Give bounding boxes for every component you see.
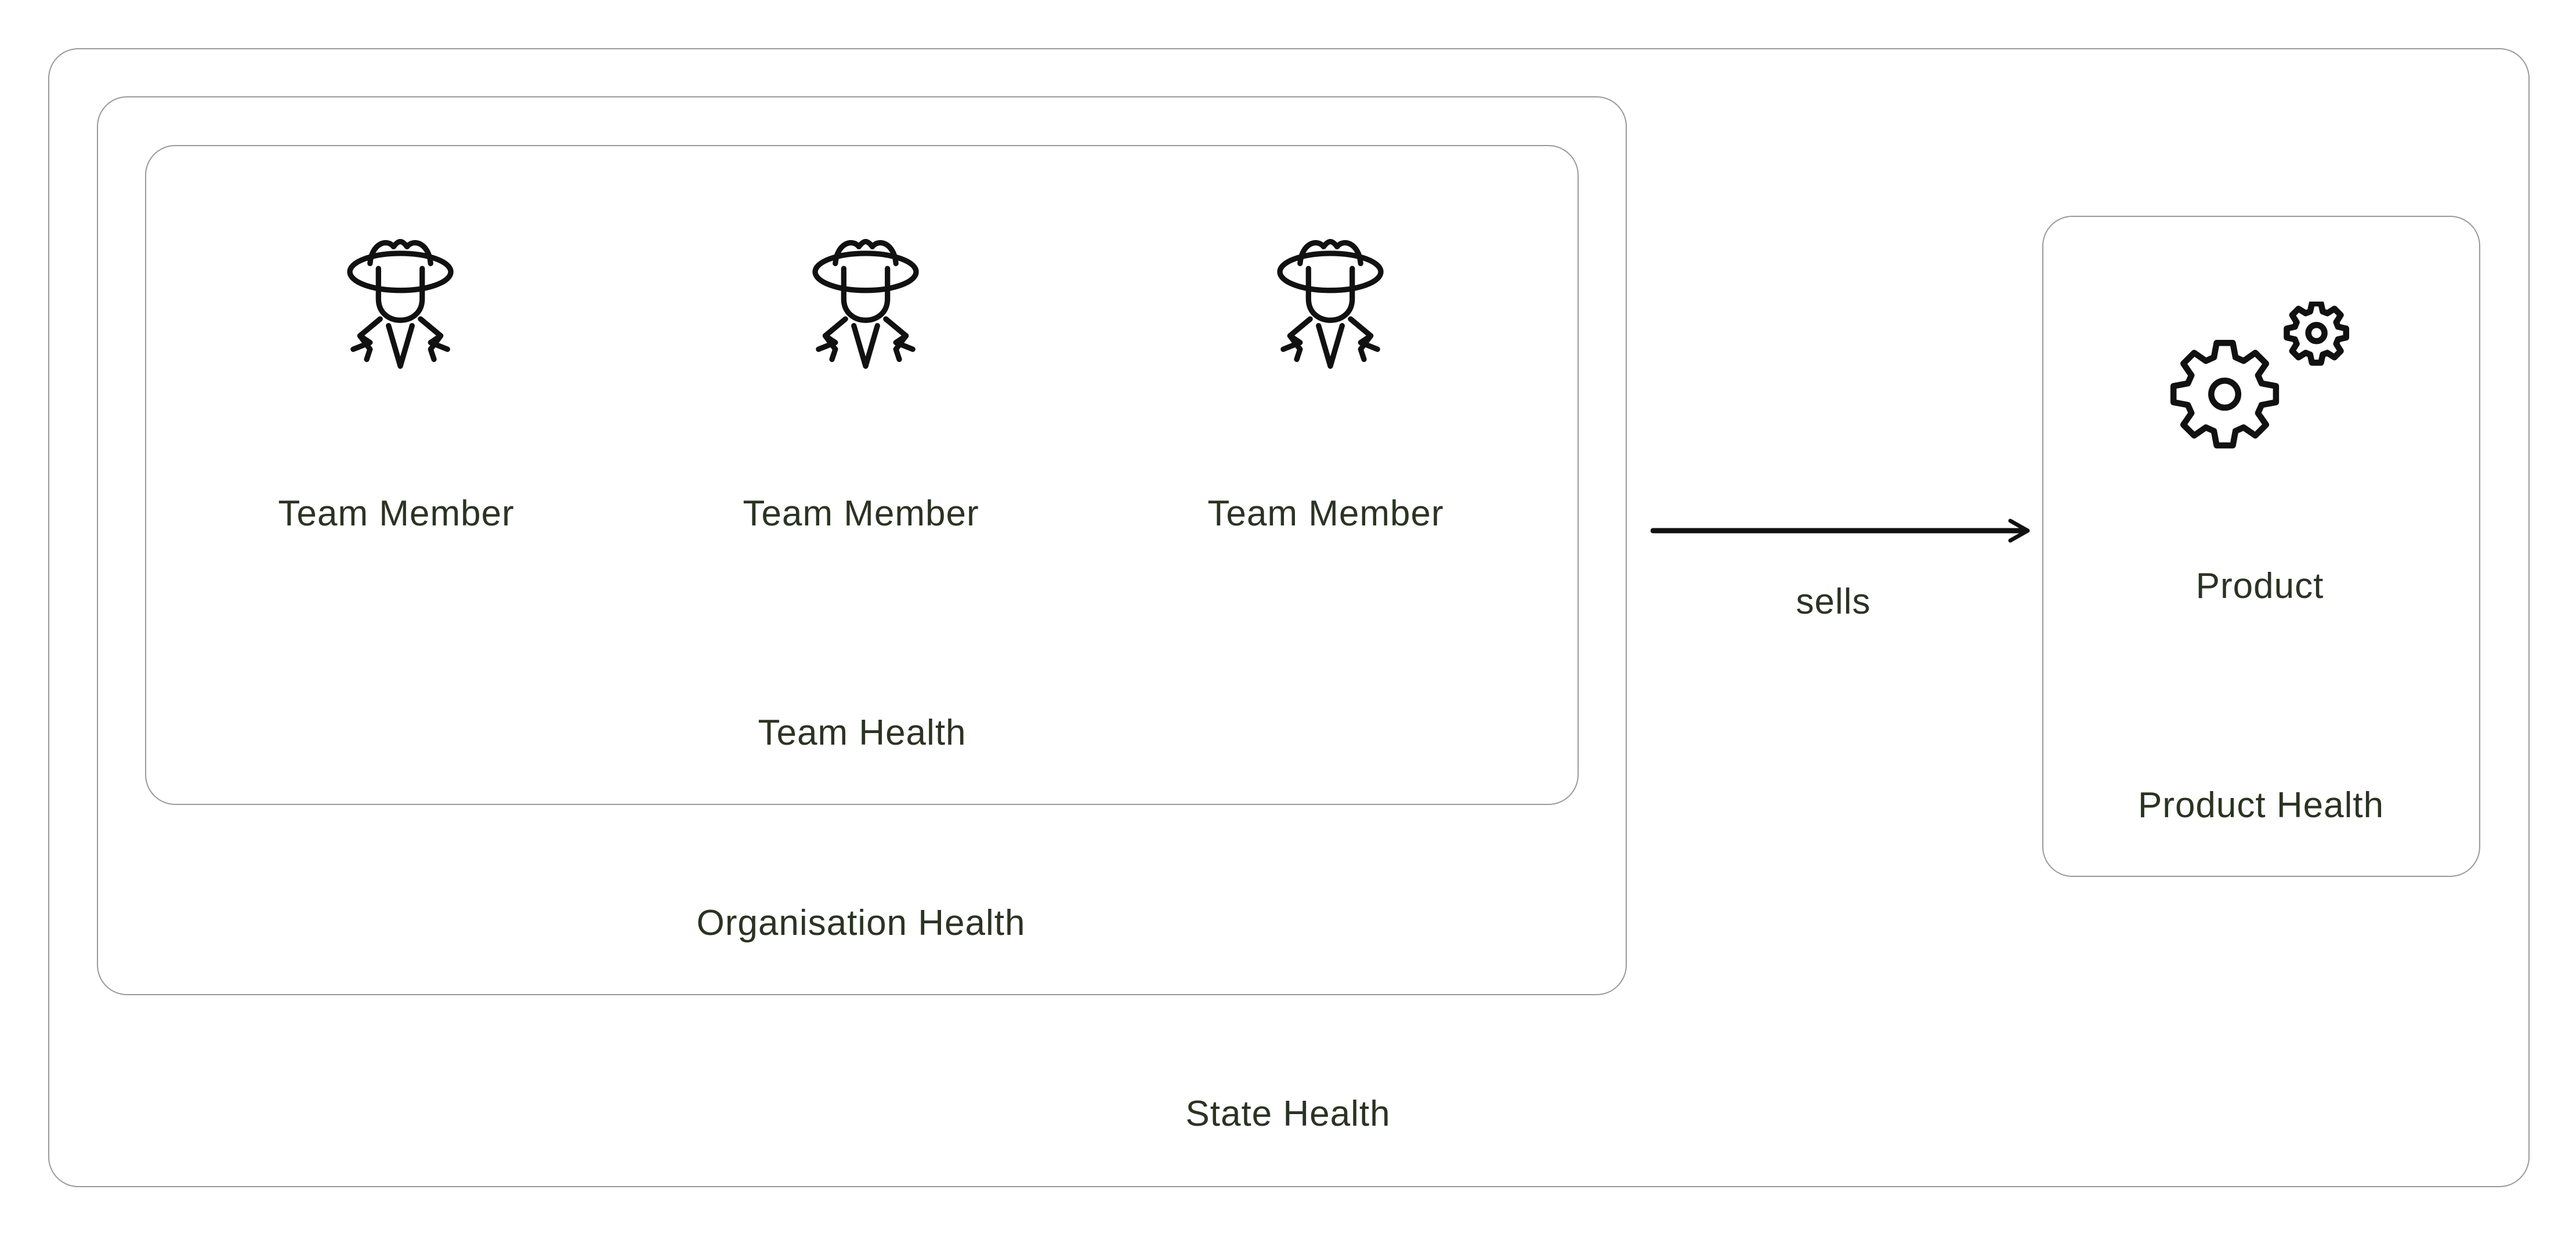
organisation-health-label: Organisation Health	[696, 903, 1026, 943]
team-member-label: Team Member	[278, 494, 515, 534]
sells-label: sells	[1796, 582, 1871, 622]
team-health-label: Team Health	[758, 713, 967, 753]
gears-icon	[2170, 302, 2350, 481]
sells-arrow	[1650, 516, 2034, 548]
team-member-label: Team Member	[1207, 494, 1444, 534]
product-label: Product	[2195, 566, 2324, 606]
team-member-label: Team Member	[743, 494, 979, 534]
spy-person-icon	[316, 235, 484, 403]
spy-person-icon	[782, 235, 950, 403]
team-health-container	[145, 145, 1579, 805]
state-health-container	[48, 48, 2530, 1187]
product-health-container	[2042, 216, 2480, 877]
product-health-label: Product Health	[2137, 785, 2385, 825]
state-health-label: State Health	[1185, 1094, 1391, 1134]
spy-person-icon	[1246, 235, 1414, 403]
organisation-health-container	[97, 96, 1627, 995]
